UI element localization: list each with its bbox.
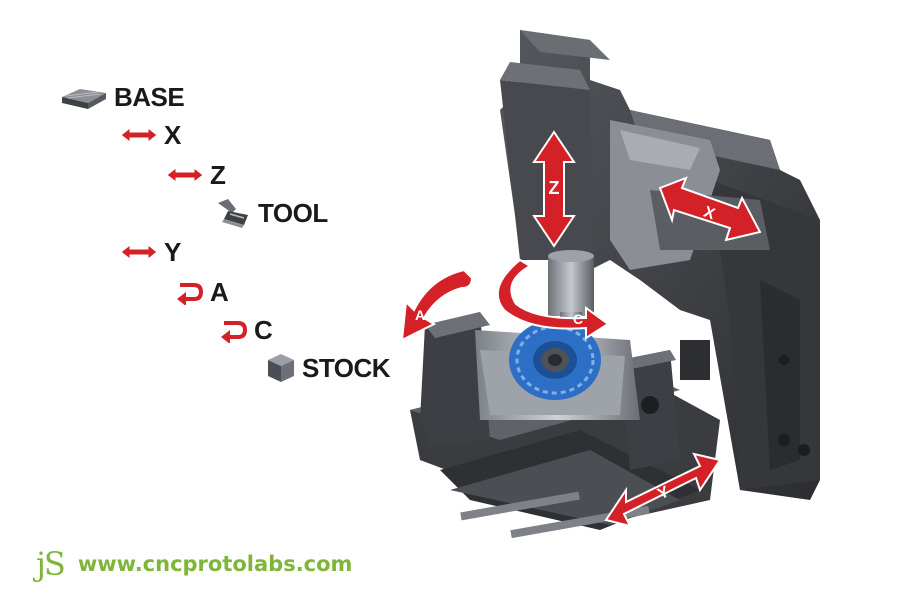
chain-node-y: Y bbox=[120, 237, 181, 267]
c-axis-rotary-arrow bbox=[496, 258, 610, 340]
base-block-icon bbox=[62, 89, 106, 109]
x-axis-arrow bbox=[658, 176, 762, 242]
chain-label-x: X bbox=[164, 119, 181, 150]
workpiece bbox=[509, 320, 601, 400]
chain-node-tool: TOOL bbox=[214, 198, 328, 228]
linear-arrow-icon bbox=[120, 243, 158, 261]
brand-logo: jS bbox=[36, 545, 66, 583]
c-axis-label: C bbox=[573, 311, 583, 327]
chain-node-stock: STOCK bbox=[266, 352, 391, 383]
rotary-arrow-icon bbox=[221, 321, 248, 343]
chain-label-tool: TOOL bbox=[258, 197, 328, 228]
chain-node-x: X bbox=[120, 120, 181, 150]
brand-footer: jS www.cncprotolabs.com bbox=[36, 545, 352, 583]
chain-node-a: A bbox=[174, 276, 229, 307]
rotary-arrow-icon bbox=[177, 283, 204, 305]
y-axis-arrow bbox=[604, 452, 722, 528]
stock-cube-icon bbox=[268, 354, 294, 382]
tool-icon bbox=[218, 199, 248, 228]
five-axis-machine-illustration: Z X Y A C bbox=[400, 30, 820, 539]
chain-label-c: C bbox=[254, 314, 273, 345]
z-axis-arrow bbox=[532, 130, 576, 248]
z-axis-label: Z bbox=[549, 178, 560, 198]
kinematic-chain-tree: BASE X Z TOOL Y A bbox=[0, 0, 420, 400]
chain-node-z: Z bbox=[166, 159, 226, 190]
a-axis-rotary-arrow bbox=[400, 268, 474, 342]
chain-label-z: Z bbox=[210, 159, 226, 190]
chain-label-base: BASE bbox=[114, 81, 185, 112]
chain-label-y: Y bbox=[164, 236, 181, 267]
linear-arrow-icon bbox=[120, 126, 158, 144]
linear-arrow-icon bbox=[166, 166, 204, 184]
brand-url[interactable]: www.cncprotolabs.com bbox=[77, 552, 353, 576]
chain-node-base: BASE bbox=[58, 81, 185, 112]
chain-label-stock: STOCK bbox=[302, 352, 391, 383]
a-axis-label: A bbox=[415, 307, 425, 323]
chain-label-a: A bbox=[210, 276, 229, 307]
chain-node-c: C bbox=[218, 314, 273, 345]
